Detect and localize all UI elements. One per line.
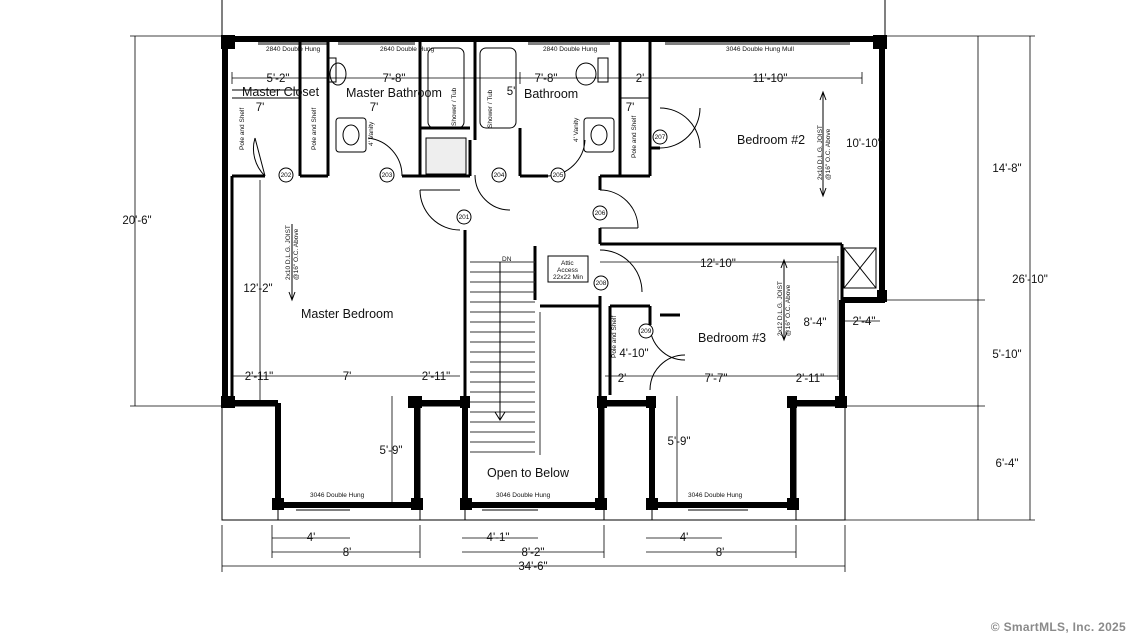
dimension-label: 7' [626, 102, 635, 114]
exterior-walls [222, 36, 885, 508]
dimension-label: 7'-7" [705, 373, 728, 385]
dimension-label: 5'-9" [668, 436, 691, 448]
window-label: 3046 Double Hung [310, 492, 365, 499]
dimension-label: 2'-11" [245, 371, 273, 383]
dimension-label: 8' [343, 547, 352, 559]
note-vanity: 4' Vanity [368, 121, 375, 146]
dimension-label: 26'-10" [1012, 274, 1048, 286]
dimension-label: 5' [507, 86, 516, 98]
dimension-label: 2' [636, 73, 645, 85]
dimension-lines [130, 35, 1035, 572]
dimension-label: 8' [716, 547, 725, 559]
note-joist: 2x12 D.L.G. JOIST [777, 281, 784, 336]
dimension-label: 11'-10" [753, 73, 788, 85]
dimension-label: 20'-6" [122, 215, 151, 227]
dimension-label: 4'-1" [487, 532, 510, 544]
dimension-label: 4' [307, 532, 316, 544]
note-attic: Access [557, 267, 579, 274]
note-pole-shelf: Pole and Shelf [239, 108, 246, 150]
dimension-label: 7' [256, 102, 265, 114]
door-tag: 205 [553, 172, 564, 179]
dimension-label: 5'-10" [992, 349, 1021, 361]
dimension-label: 7' [343, 371, 352, 383]
note-shower-tub: Shower / Tub [487, 89, 494, 128]
note-vanity: 4' Vanity [573, 117, 580, 142]
dimension-label: 7'-8" [383, 73, 406, 85]
room-label-bathroom: Bathroom [524, 87, 578, 101]
dimension-label: 14'-8" [992, 163, 1021, 175]
dimension-label: 8'-4" [804, 317, 827, 329]
windows [258, 41, 850, 511]
note-shower-tub: Shower / Tub [451, 87, 458, 126]
door-tag: 206 [595, 210, 606, 217]
window-label: 2840 Double Hung [266, 46, 321, 53]
dimension-label: 5'-2" [267, 73, 290, 85]
door-tag: 208 [596, 280, 607, 287]
room-label-master-bathroom: Master Bathroom [346, 86, 442, 100]
door-tag: 204 [494, 172, 505, 179]
door-tag: 202 [281, 172, 292, 179]
dimension-label: 10'-10" [846, 138, 882, 150]
dimension-label: 6'-4" [996, 458, 1019, 470]
note-joist: 2x10 D.L.G. JOIST [285, 225, 292, 280]
door-tag: 209 [641, 328, 652, 335]
dimension-label: 7'-8" [535, 73, 558, 85]
dimension-label: 5'-9" [380, 445, 403, 457]
room-label-bedroom-3: Bedroom #3 [698, 331, 766, 345]
note-attic: 22x22 Min [553, 274, 583, 281]
room-label-master-bedroom: Master Bedroom [301, 307, 393, 321]
dimension-label: 12'-10" [700, 258, 736, 270]
note-attic: Attic [561, 260, 574, 267]
note-joist: @16" O.C. Above [293, 228, 300, 280]
dimension-label: 2'-11" [422, 371, 450, 383]
dimension-label: 7' [370, 102, 379, 114]
stairs [470, 255, 589, 455]
dimension-label: 4' [680, 532, 689, 544]
window-label: 3046 Double Hung Mull [726, 46, 794, 53]
note-pole-shelf: Pole and Shelf [311, 108, 318, 150]
room-label-master-closet: Master Closet [242, 85, 320, 99]
door-tag: 203 [382, 172, 393, 179]
note-joist: 2x10 D.L.G. JOIST [817, 125, 824, 180]
dimension-label: 8'-2" [522, 547, 545, 559]
dimension-label: 34'-6" [518, 561, 547, 573]
room-label-open-to-below: Open to Below [487, 466, 570, 480]
room-label-bedroom-2: Bedroom #2 [737, 133, 805, 147]
note-pole-shelf: Pole and Shelf [611, 316, 618, 358]
dimension-label: 2'-4" [853, 316, 876, 328]
note-stair-down: DN [502, 256, 512, 263]
window-label: 2840 Double Hung [543, 46, 598, 53]
note-joist: @16" O.C. Above [825, 128, 832, 180]
door-tag: 201 [459, 214, 470, 221]
dimension-label: 4'-10" [619, 348, 648, 360]
door-tag: 207 [655, 134, 666, 141]
note-joist: @16" O.C. Above [785, 284, 792, 336]
interior-walls [230, 42, 844, 400]
window-label: 3046 Double Hung [688, 492, 743, 499]
dimension-label: 2' [618, 373, 627, 385]
window-label: 3046 Double Hung [496, 492, 551, 499]
dimension-label: 2'-11" [796, 373, 824, 385]
window-label: 2640 Double Hung [380, 46, 435, 53]
note-pole-shelf: Pole and Shelf [631, 116, 638, 158]
watermark: © SmartMLS, Inc. 2025 [990, 620, 1126, 634]
dimension-label: 12'-2" [243, 283, 272, 295]
